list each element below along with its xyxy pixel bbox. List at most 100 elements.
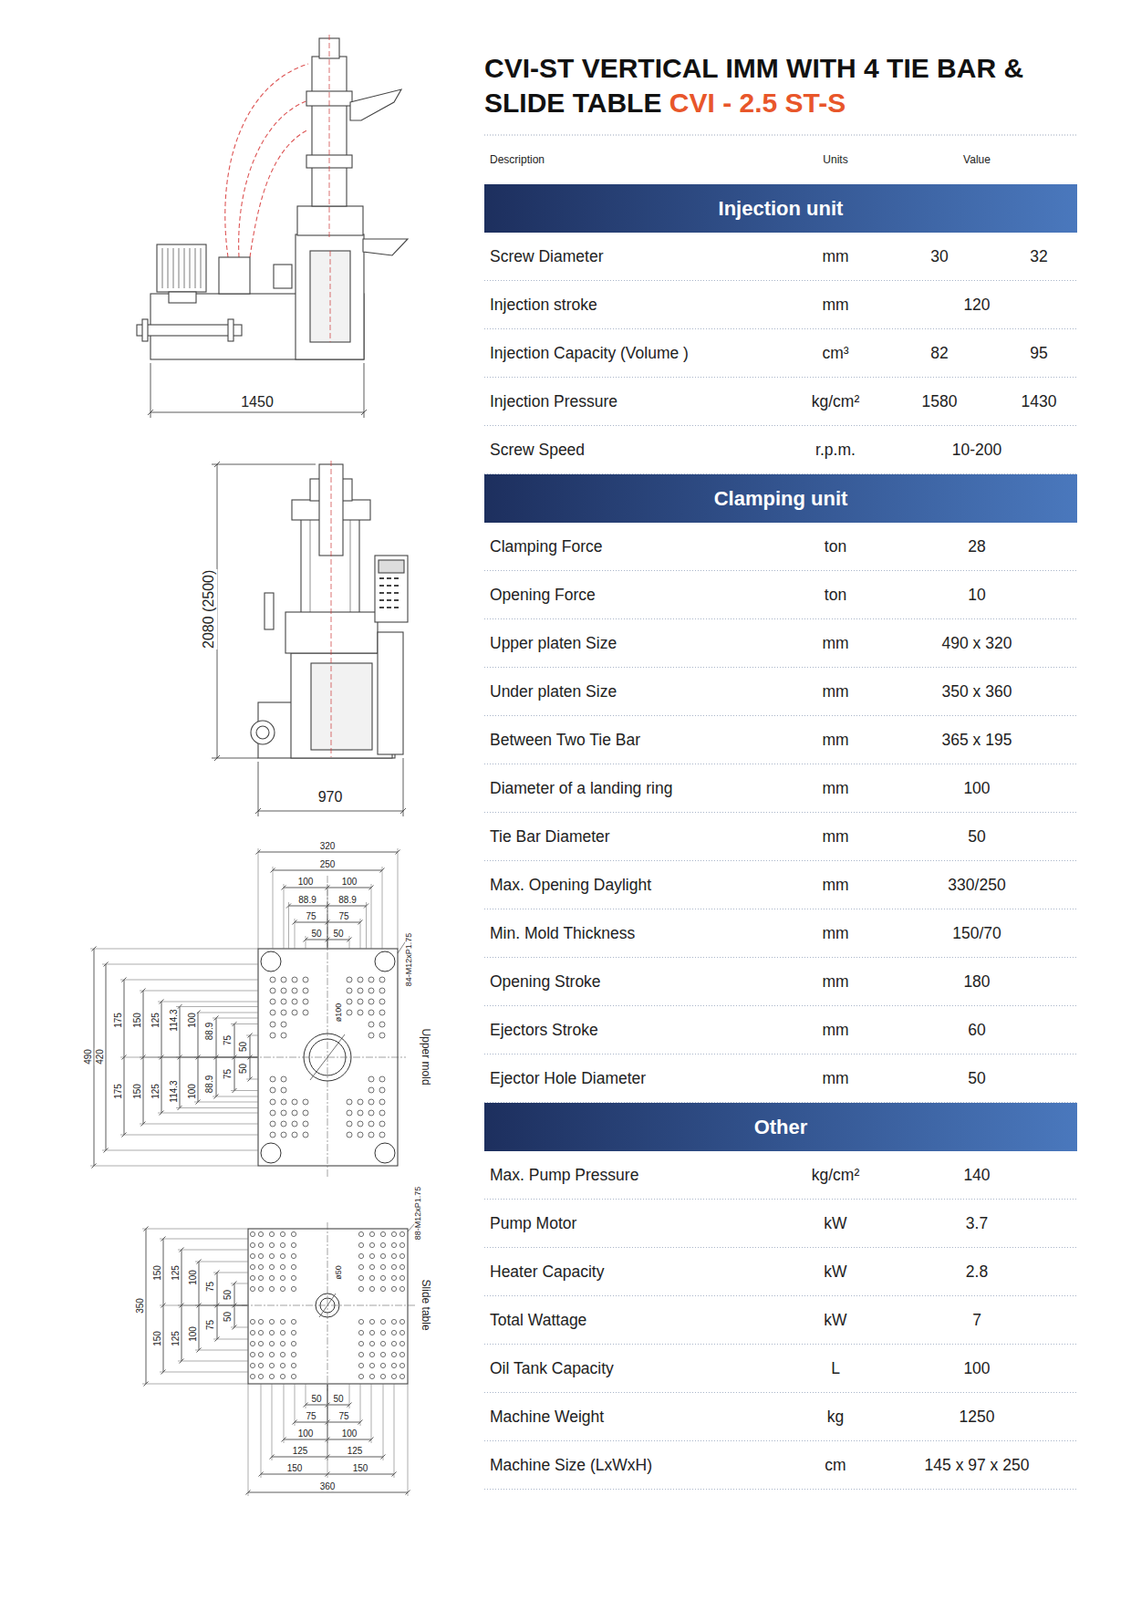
- dimension-label: 75: [337, 1411, 350, 1422]
- extension-line: [283, 883, 285, 949]
- mounting-hole: [249, 1264, 255, 1269]
- mounting-hole: [258, 1275, 263, 1280]
- front-view-dimension: [214, 461, 220, 467]
- front-view: [285, 612, 378, 654]
- mounting-hole: [391, 1318, 396, 1324]
- spec-value: 82: [893, 329, 986, 378]
- mounting-hole: [358, 1340, 364, 1346]
- extension-line: [260, 1383, 262, 1478]
- mounting-hole: [399, 1286, 405, 1291]
- mounting-hole: [269, 1021, 276, 1028]
- extension-line: [365, 902, 367, 949]
- spec-unit: kW: [780, 1296, 891, 1345]
- dimension-label: 150: [352, 1463, 370, 1474]
- extension-line: [397, 848, 399, 949]
- front-view: [250, 460, 408, 758]
- spec-unit: mm: [780, 1006, 891, 1055]
- front-view-dimension: [211, 464, 316, 466]
- side-view: [142, 319, 148, 342]
- extension-line: [159, 1371, 249, 1373]
- extension-line: [213, 1305, 249, 1307]
- extension-line: [305, 1383, 307, 1409]
- spec-unit: ton: [780, 522, 891, 571]
- mounting-hole: [290, 1362, 296, 1368]
- front-view-dimension: [211, 757, 259, 759]
- mounting-hole: [391, 1231, 396, 1236]
- mounting-hole: [291, 987, 298, 994]
- extension-line: [230, 1089, 259, 1091]
- mounting-hole: [280, 1231, 285, 1236]
- spec-unit: mm: [780, 1054, 891, 1103]
- mounting-hole: [290, 1253, 296, 1258]
- spec-value: 32: [993, 232, 1085, 281]
- mounting-hole: [280, 1362, 285, 1368]
- mounting-hole: [346, 1099, 353, 1105]
- extension-line: [288, 902, 290, 949]
- mounting-hole: [290, 1286, 296, 1291]
- mounting-hole: [369, 1264, 374, 1269]
- front-view: [311, 663, 373, 750]
- spec-value: 2.8: [885, 1247, 1069, 1297]
- spec-value: 100: [885, 764, 1069, 813]
- extension-line: [230, 1327, 249, 1329]
- mounting-hole: [291, 998, 298, 1005]
- extension-line: [194, 1012, 259, 1014]
- extension-line: [327, 935, 329, 949]
- mounting-hole: [280, 1275, 285, 1280]
- dimension-label: 100: [297, 876, 315, 887]
- extension-line: [90, 948, 259, 950]
- front-view: [250, 720, 275, 745]
- row-rule: [484, 908, 1078, 910]
- spec-value: 7: [885, 1296, 1069, 1345]
- mounting-hole: [280, 1253, 285, 1258]
- mounting-hole: [269, 976, 276, 983]
- extension-line: [157, 1112, 259, 1114]
- spec-name: Machine Weight: [489, 1392, 773, 1442]
- mounting-hole: [269, 1373, 274, 1379]
- dimension-label: 350: [134, 1297, 146, 1315]
- extension-line: [246, 1079, 259, 1080]
- mounting-hole: [380, 1253, 385, 1258]
- dimension-label: 88-M12xP1.75: [414, 1185, 424, 1242]
- dimension-label: 125: [150, 1011, 161, 1029]
- extension-line: [176, 1107, 259, 1109]
- dimension-label: 75: [206, 1317, 217, 1330]
- spec-value: 1250: [885, 1392, 1069, 1442]
- side-view: [295, 234, 364, 360]
- mounting-hole: [280, 998, 287, 1005]
- mounting-hole: [357, 1120, 364, 1127]
- mounting-hole: [280, 1242, 285, 1247]
- mounting-hole: [358, 1275, 364, 1280]
- mounting-hole: [249, 1253, 255, 1258]
- extension-line: [294, 918, 296, 949]
- row-rule: [484, 618, 1078, 620]
- mounting-hole: [302, 1099, 309, 1105]
- mounting-hole: [249, 1362, 255, 1368]
- mounting-hole: [379, 1110, 385, 1116]
- dimension-label: ø100: [334, 1002, 344, 1024]
- row-rule: [484, 1295, 1078, 1297]
- dimension-label: 100: [186, 1082, 198, 1100]
- spec-unit: mm: [780, 957, 891, 1007]
- dimension-label: 970: [317, 788, 344, 806]
- spec-unit: mm: [780, 232, 891, 281]
- dimension-label: 150: [286, 1463, 304, 1474]
- mounting-hole: [249, 1351, 255, 1357]
- front-view: [310, 519, 312, 613]
- extension-line: [195, 1349, 249, 1351]
- mounting-hole: [346, 976, 353, 983]
- spec-unit: cm: [780, 1441, 891, 1490]
- spec-unit: L: [780, 1344, 891, 1393]
- mounting-hole: [269, 1318, 274, 1324]
- row-rule: [484, 811, 1078, 813]
- mounting-hole: [391, 1373, 396, 1379]
- mounting-hole: [258, 1264, 263, 1269]
- extension-line: [230, 1057, 259, 1059]
- spec-name: Screw Speed: [489, 425, 773, 475]
- dimension-label: 100: [341, 1428, 359, 1439]
- spec-name: Max. Opening Daylight: [489, 861, 773, 910]
- extension-line: [120, 979, 259, 981]
- spec-value: 330/250: [885, 861, 1069, 910]
- spec-name: Tie Bar Diameter: [489, 812, 773, 862]
- upper-mold-plate: [260, 1142, 281, 1163]
